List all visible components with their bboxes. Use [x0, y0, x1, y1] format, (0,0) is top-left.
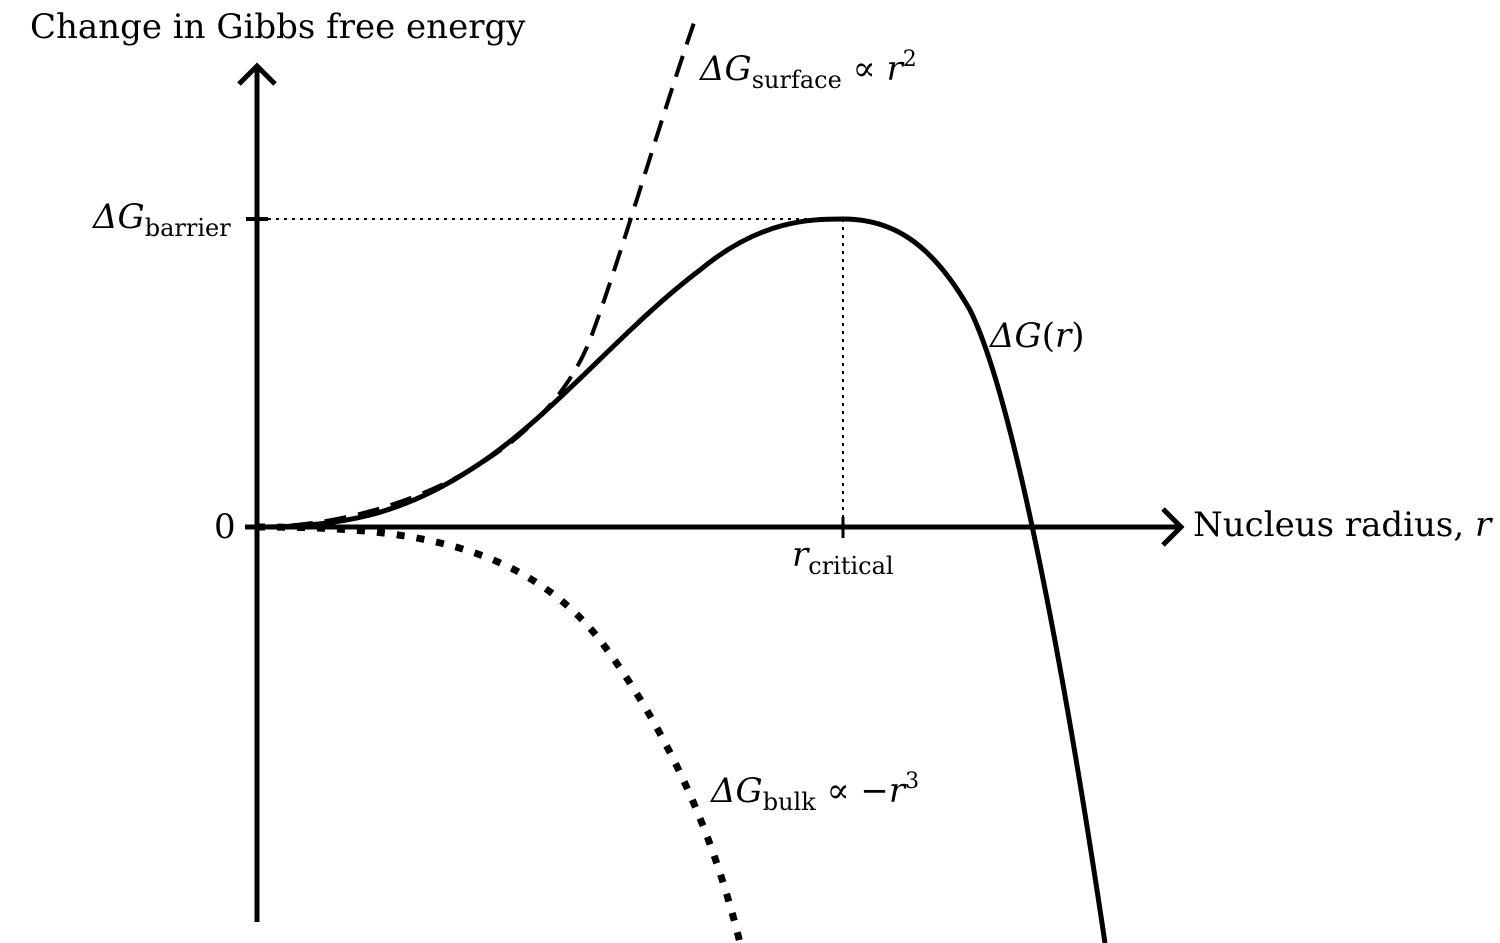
critical-subscript: critical: [808, 552, 893, 580]
surface-relation: ∝: [842, 49, 887, 89]
barrier-subscript: barrier: [145, 214, 231, 242]
x-axis-arrowhead: [1161, 507, 1185, 547]
surface-symbol: ΔG: [698, 49, 752, 89]
x-axis-title: Nucleus radius, r: [1193, 505, 1493, 545]
bulk-symbol: ΔG: [709, 771, 763, 811]
total-symbol: ΔG: [988, 316, 1042, 356]
bulk-var: r: [889, 771, 907, 811]
surface-subscript: surface: [752, 66, 842, 94]
total-var: r: [1055, 316, 1073, 356]
bulk-relation: ∝ −: [816, 771, 889, 811]
critical-symbol: r: [792, 535, 810, 575]
surface-curve-label: ΔGsurface ∝ r2: [698, 47, 917, 94]
bulk-subscript: bulk: [763, 788, 816, 816]
y-axis-arrowhead: [237, 62, 277, 86]
y-axis-title: Change in Gibbs free energy: [30, 7, 526, 47]
total-paren-close: ): [1071, 316, 1084, 356]
bulk-exponent: 3: [905, 769, 919, 794]
total-paren-open: (: [1042, 316, 1055, 356]
bulk-curve-label: ΔGbulk ∝ −r3: [709, 769, 919, 816]
x-axis-title-text: Nucleus radius,: [1193, 505, 1475, 545]
surface-exponent: 2: [903, 47, 917, 72]
total-energy-curve: [256, 216, 1108, 943]
surface-var: r: [886, 49, 904, 89]
y-tick-label-barrier: ΔGbarrier: [91, 197, 231, 242]
barrier-symbol: ΔG: [91, 197, 145, 237]
total-curve-label: ΔG(r): [988, 316, 1085, 356]
bulk-energy-curve: [256, 523, 744, 943]
x-axis-title-var: r: [1475, 505, 1493, 545]
x-tick-label-critical: rcritical: [792, 535, 894, 580]
y-tick-label-zero: 0: [214, 507, 236, 547]
surface-energy-curve: [256, 13, 699, 529]
